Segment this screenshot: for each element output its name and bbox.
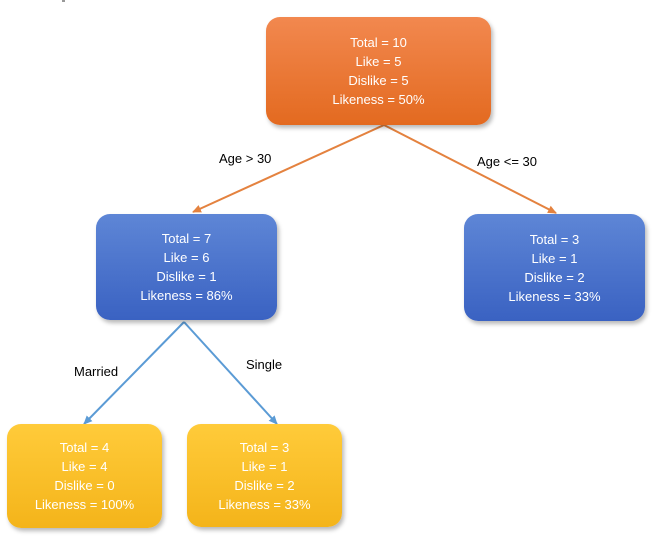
node-likeness: Likeness = 33% (508, 288, 601, 304)
node-age-gt-30: Total = 7 Like = 6 Dislike = 1 Likeness … (96, 214, 277, 320)
node-likeness: Likeness = 33% (218, 496, 311, 512)
edge-age-gt-30 (192, 124, 385, 213)
node-total: Total = 7 (161, 231, 212, 246)
stray-mark (62, 0, 65, 2)
node-dislike: Dislike = 2 (234, 477, 295, 493)
node-like: Like = 1 (241, 458, 288, 474)
node-dislike: Dislike = 5 (348, 73, 409, 88)
node-dislike: Dislike = 0 (54, 478, 115, 493)
node-dislike: Dislike = 1 (156, 269, 217, 284)
node-like: Like = 6 (163, 250, 210, 265)
node-root: Total = 10 Like = 5 Dislike = 5 Likeness… (266, 17, 491, 125)
node-total: Total = 3 (529, 231, 580, 247)
node-total: Total = 3 (239, 439, 290, 455)
edge-label-single: Single (246, 357, 283, 372)
node-married: Total = 4 Like = 4 Dislike = 0 Likeness … (7, 424, 162, 528)
node-like: Like = 5 (355, 54, 402, 69)
edge-single (183, 321, 278, 425)
node-likeness: Likeness = 100% (34, 497, 135, 512)
node-age-le-30: Total = 3 Like = 1 Dislike = 2 Likeness … (464, 214, 645, 321)
node-single: Total = 3 Like = 1 Dislike = 2 Likeness … (187, 424, 342, 527)
node-likeness: Likeness = 50% (332, 92, 425, 107)
edge-label-married: Married (74, 364, 119, 379)
edge-label-age-le-30: Age <= 30 (477, 154, 537, 169)
node-likeness: Likeness = 86% (140, 288, 233, 303)
node-like: Like = 4 (61, 459, 108, 474)
edge-age-le-30 (383, 124, 557, 214)
node-total: Total = 4 (59, 440, 110, 455)
edge-label-age-gt-30: Age > 30 (219, 151, 272, 166)
edge-married (83, 321, 185, 425)
node-total: Total = 10 (350, 35, 407, 50)
node-dislike: Dislike = 2 (524, 269, 585, 285)
node-like: Like = 1 (531, 250, 578, 266)
